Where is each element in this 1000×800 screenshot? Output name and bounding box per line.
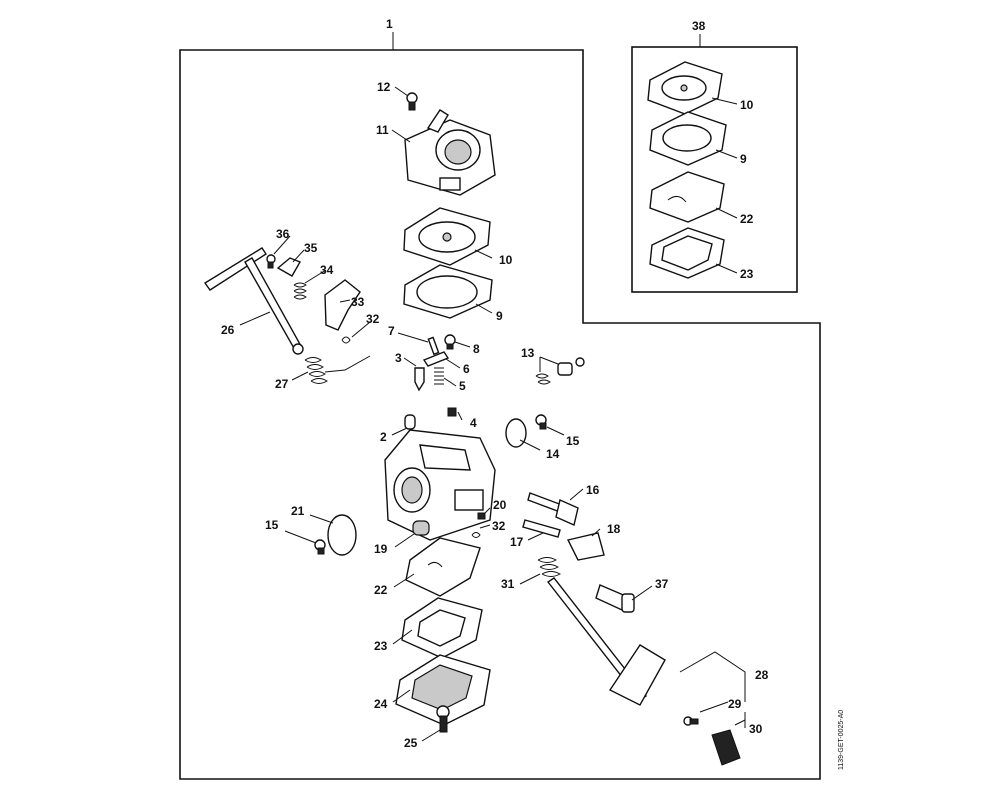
label-9: 9 — [496, 309, 503, 323]
lever-33 — [324, 279, 361, 331]
kit-gasket-23 — [649, 227, 725, 279]
shaft-28 — [546, 577, 666, 706]
clip-32-lower — [471, 532, 481, 538]
label-11: 11 — [376, 123, 389, 137]
label-15-right: 15 — [566, 434, 580, 448]
label-2: 2 — [380, 430, 387, 444]
label-21: 21 — [291, 504, 305, 518]
kit-frame-38 — [631, 46, 798, 293]
spring-5 — [434, 367, 444, 385]
label-23-kit: 23 — [740, 267, 754, 281]
label-10-kit: 10 — [740, 98, 754, 112]
label-14: 14 — [546, 447, 560, 461]
shaft-26 — [203, 247, 304, 355]
filter-19 — [412, 520, 430, 536]
screw-29 — [683, 716, 699, 726]
label-34: 34 — [320, 263, 334, 277]
label-18: 18 — [607, 522, 621, 536]
disc-21 — [327, 514, 357, 556]
label-32-lower: 32 — [492, 519, 506, 533]
label-24: 24 — [374, 697, 388, 711]
gasket-9 — [403, 264, 493, 319]
needle-17 — [522, 519, 561, 538]
housing-11 — [404, 109, 496, 196]
label-22: 22 — [374, 583, 388, 597]
needle-3 — [414, 367, 425, 392]
spring-34 — [293, 282, 307, 300]
label-35: 35 — [304, 241, 318, 255]
label-12: 12 — [377, 80, 391, 94]
label-19: 19 — [374, 542, 388, 556]
label-5: 5 — [459, 379, 466, 393]
label-6: 6 — [463, 362, 470, 376]
label-31: 31 — [501, 577, 515, 591]
part-20 — [477, 512, 486, 520]
label-20: 20 — [493, 498, 507, 512]
label-4: 4 — [470, 416, 477, 430]
label-26: 26 — [221, 323, 235, 337]
needle-16 — [527, 492, 579, 526]
diaphragm-10 — [403, 207, 491, 266]
plug-4 — [447, 407, 457, 417]
kit-diaphragm-22 — [649, 171, 725, 223]
label-38: 38 — [692, 19, 706, 33]
label-25: 25 — [404, 736, 418, 750]
diaphragm-22 — [405, 537, 481, 597]
lever-6 — [422, 351, 450, 367]
knob-30 — [711, 729, 741, 766]
adjust-13 — [535, 357, 585, 385]
label-23: 23 — [374, 639, 388, 653]
label-32: 32 — [366, 312, 380, 326]
label-16: 16 — [586, 483, 600, 497]
kit-gasket-9 — [649, 111, 727, 166]
label-17: 17 — [510, 535, 524, 549]
screw-15-left — [314, 539, 326, 555]
spring-31 — [537, 557, 562, 577]
lever-35 — [276, 257, 302, 277]
screw-12 — [406, 92, 418, 111]
assembly-frame-1 — [179, 49, 821, 780]
carburetor-body — [384, 429, 496, 541]
label-13: 13 — [521, 346, 535, 360]
document-code: 1139-GET-0025-A0 — [838, 710, 845, 770]
screw-36 — [266, 254, 276, 269]
label-8: 8 — [473, 342, 480, 356]
fitting-37 — [595, 584, 635, 613]
cover-24 — [395, 654, 491, 726]
label-30: 30 — [749, 722, 763, 736]
label-7: 7 — [388, 324, 395, 338]
label-15-left: 15 — [265, 518, 279, 532]
label-9-kit: 9 — [740, 152, 747, 166]
disc-14 — [505, 418, 527, 448]
kit-diaphragm-10 — [647, 61, 723, 115]
label-3: 3 — [395, 351, 402, 365]
label-1: 1 — [386, 17, 393, 31]
gasket-23 — [401, 597, 483, 659]
label-22-kit: 22 — [740, 212, 754, 226]
screw-8 — [444, 334, 456, 350]
label-37: 37 — [655, 577, 669, 591]
screw-25 — [436, 705, 450, 733]
cap-18 — [566, 532, 605, 561]
clip-32-upper — [341, 336, 351, 344]
label-29: 29 — [728, 697, 742, 711]
label-28: 28 — [755, 668, 769, 682]
label-33: 33 — [351, 295, 365, 309]
label-10: 10 — [499, 253, 513, 267]
label-36: 36 — [276, 227, 290, 241]
plug-2 — [404, 414, 416, 430]
label-27: 27 — [275, 377, 289, 391]
pin-7 — [427, 336, 440, 356]
spring-27 — [304, 355, 371, 384]
screw-15-right — [535, 414, 547, 430]
